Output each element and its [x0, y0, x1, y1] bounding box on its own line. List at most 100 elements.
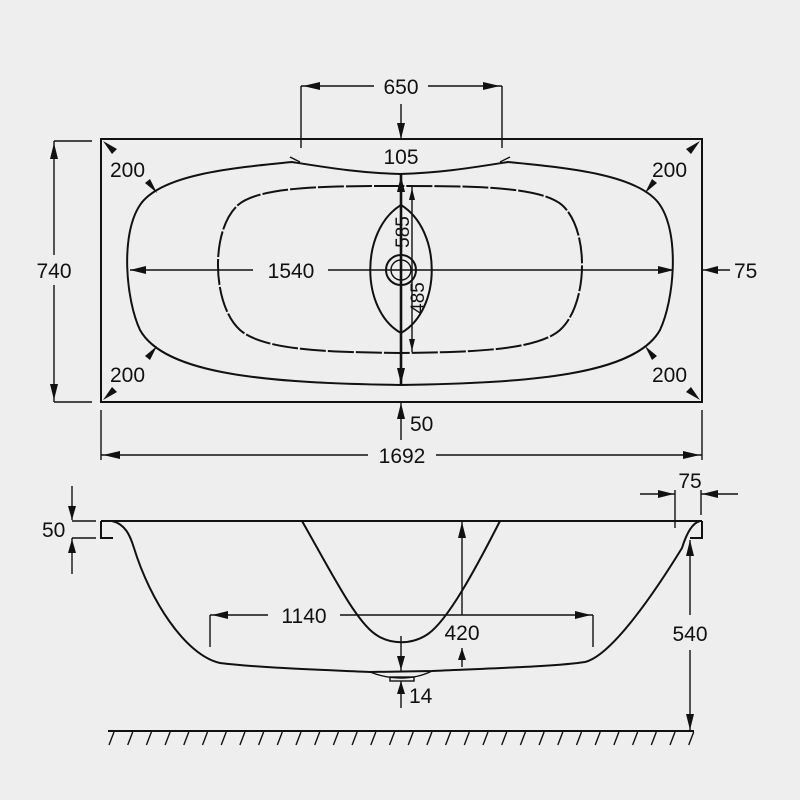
arrowhead: [50, 143, 58, 159]
dim-inner-length: 1540: [268, 260, 315, 283]
arrowhead: [483, 82, 500, 90]
side-rim-lip-right: [690, 521, 703, 539]
corner-radius-top-right: 200: [645, 141, 700, 193]
hatch-stroke: [332, 731, 340, 746]
dim-rim-thickness: 50: [42, 519, 65, 542]
arrowhead: [458, 522, 466, 538]
hatch-stroke: [220, 731, 227, 746]
dim-drain-near: 485: [408, 282, 429, 314]
arrowhead: [103, 451, 120, 459]
arrowhead: [397, 656, 405, 670]
svg-text:200: 200: [110, 364, 145, 387]
arrowhead: [68, 539, 76, 553]
arrowhead: [409, 339, 415, 351]
hatch-stroke: [631, 731, 639, 746]
dim-rim-overhang: 75: [678, 470, 701, 493]
hatch-stroke: [183, 731, 190, 746]
side-view: 50 75 1140 420 14 540: [42, 470, 738, 746]
arrowhead: [303, 82, 320, 90]
side-drain-body: [369, 670, 433, 679]
hatch-stroke: [482, 731, 489, 746]
svg-text:200: 200: [110, 159, 145, 182]
hatch-stroke: [538, 731, 545, 746]
arrowhead: [103, 141, 117, 154]
arrowhead: [397, 176, 405, 192]
hatch-stroke: [108, 731, 115, 746]
arrowhead: [397, 368, 405, 384]
arrowhead: [145, 179, 157, 193]
arrowhead: [409, 188, 415, 200]
hatch-stroke: [594, 731, 601, 746]
side-outer-shell: [111, 520, 701, 674]
side-rim-lip-left: [100, 521, 113, 539]
hatch-stroke: [370, 731, 377, 746]
arrowhead: [658, 490, 674, 498]
arrowhead: [658, 266, 674, 274]
arrowhead: [103, 387, 117, 400]
svg-text:200: 200: [652, 364, 687, 387]
arrowhead: [645, 346, 657, 360]
arrowhead: [212, 611, 228, 619]
hatch-stroke: [164, 731, 171, 746]
hatch-stroke: [688, 731, 695, 746]
dim-drain-protrusion: 14: [409, 685, 433, 708]
plan-view: 1540 585 485 105 650 740 1692: [36, 76, 757, 468]
hatch-stroke: [669, 731, 676, 746]
hatch-stroke: [444, 731, 452, 746]
tub-outer-rim: [100, 138, 703, 403]
corner-radius-bottom-left: 200: [103, 346, 157, 400]
arrowhead: [686, 141, 700, 154]
arrowhead: [50, 384, 58, 400]
dim-end-rim: 50: [410, 413, 433, 436]
arrowhead: [686, 387, 700, 400]
hatch-stroke: [351, 731, 358, 746]
arrowhead: [458, 648, 466, 660]
hatch-stroke: [613, 731, 620, 746]
side-drain-flange: [389, 676, 415, 682]
hatch-stroke: [463, 731, 470, 746]
corner-radius-top-left: 200: [103, 141, 157, 193]
arrowhead: [68, 506, 76, 520]
hatch-stroke: [650, 731, 657, 746]
arrowhead: [575, 611, 591, 619]
arrowhead: [397, 403, 405, 419]
hatch-stroke: [239, 731, 246, 746]
hatch-stroke: [127, 731, 134, 746]
dim-drain-far: 585: [393, 216, 414, 248]
arrowhead: [686, 540, 694, 556]
hatch-stroke: [257, 731, 265, 746]
hatch-stroke: [407, 731, 414, 746]
hatch-stroke: [575, 731, 583, 746]
hatch-stroke: [388, 731, 396, 746]
hatch-stroke: [276, 731, 283, 746]
dim-side-rim: 75: [734, 260, 757, 283]
dim-top-rim: 105: [383, 146, 418, 169]
corner-radius-bottom-right: 200: [645, 346, 700, 400]
dim-overall-length: 1692: [379, 445, 426, 468]
hatch-stroke: [557, 731, 564, 746]
arrowhead: [702, 490, 718, 498]
arrowhead: [703, 266, 718, 274]
dim-bottom-length: 1140: [281, 605, 326, 628]
arrowhead: [645, 179, 657, 193]
arrowhead: [397, 123, 405, 139]
overflow-hook-left: [289, 156, 301, 163]
hatch-stroke: [295, 731, 302, 746]
floor-hatching: [108, 731, 695, 746]
svg-text:200: 200: [652, 159, 687, 182]
arrowhead: [686, 714, 694, 730]
hatch-stroke: [145, 731, 153, 746]
hatch-stroke: [314, 731, 321, 746]
arrowhead: [397, 681, 405, 694]
dim-total-height: 540: [672, 623, 707, 646]
arrowhead: [683, 451, 700, 459]
arrowhead: [145, 346, 157, 360]
dim-overall-width: 740: [36, 260, 71, 283]
dim-inner-depth: 420: [444, 622, 479, 645]
hatch-stroke: [426, 731, 433, 746]
arrowhead: [130, 266, 146, 274]
overflow-hook-right: [499, 156, 511, 163]
hatch-stroke: [501, 731, 508, 746]
